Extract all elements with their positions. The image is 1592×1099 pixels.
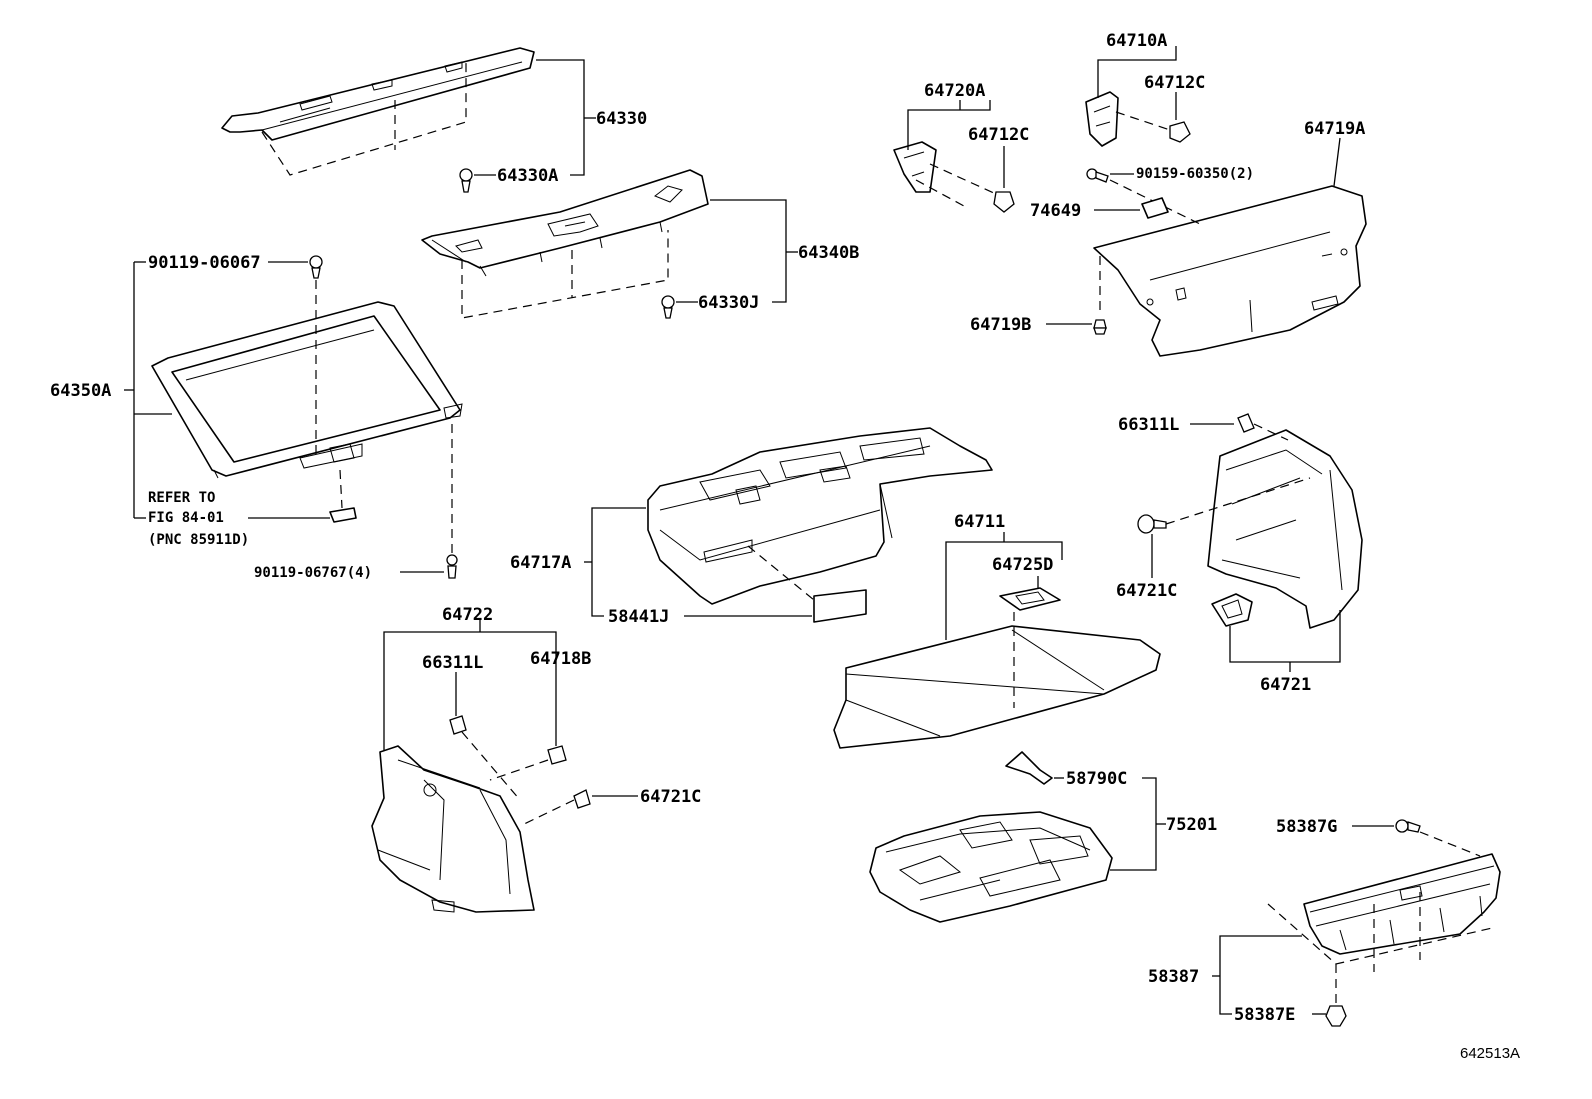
clip-64721C-a[interactable] [1137,514,1167,534]
label-75201: 75201 [1166,815,1217,835]
part-64719A-trunk-lid-trim[interactable] [1093,185,1367,357]
label-64718B: 64718B [530,649,591,669]
part-58387-sill-plate[interactable] [1303,853,1501,955]
part-64722-side-trim[interactable] [371,745,535,913]
label-58387: 58387 [1148,967,1199,987]
fastener-64719B[interactable] [1093,319,1107,335]
label-64722: 64722 [442,605,493,625]
clip-58387G[interactable] [1395,819,1421,833]
part-64340B-tray-panel[interactable] [421,169,709,277]
label-refer-pnc: (PNC 85911D) [148,532,249,548]
clip-66311L-a[interactable] [1237,413,1255,433]
label-90159-60350: 90159-60350(2) [1136,166,1254,182]
part-75201-tool-box[interactable] [869,811,1113,923]
part-64721-side-trim[interactable] [1207,429,1363,629]
label-64717A: 64717A [510,553,571,573]
bracket-74649[interactable] [1141,197,1169,219]
grommet-64725[interactable] [1211,593,1253,627]
label-64721: 64721 [1260,675,1311,695]
label-refer-to: REFER TO [148,490,215,506]
label-64330J: 64330J [698,293,759,313]
part-64711-floor-mat[interactable] [833,625,1161,749]
label-64330: 64330 [596,109,647,129]
fastener-64330A[interactable] [459,168,473,193]
label-64340B: 64340B [798,243,859,263]
part-64720A-trim-cover[interactable] [893,141,937,193]
label-64711: 64711 [954,512,1005,532]
part-64330-tray-trim[interactable] [221,47,535,141]
label-58387G: 58387G [1276,817,1337,837]
part-64717A-front-trim[interactable] [647,427,993,605]
clip-58387E[interactable] [1325,1005,1347,1027]
label-74649: 74649 [1030,201,1081,221]
clip-64721C-b[interactable] [573,789,591,809]
label-90119-06067: 90119-06067 [148,253,261,273]
label-64725D: 64725D [992,555,1053,575]
part-64725D-tray[interactable] [999,587,1061,611]
fastener-90159-60350[interactable] [1086,168,1109,183]
label-64719B: 64719B [970,315,1031,335]
part-58441J-plate[interactable] [813,589,867,623]
label-64330A: 64330A [497,166,558,186]
bracket-58790C[interactable] [1005,751,1053,785]
part-64350A-sunshade-frame[interactable] [151,301,463,479]
clip-66311L-b[interactable] [449,715,467,735]
label-66311L-a: 66311L [1118,415,1179,435]
label-64721C-b: 64721C [640,787,701,807]
label-64712C-a: 64712C [968,125,1029,145]
label-64721C-a: 64721C [1116,581,1177,601]
fastener-64330J[interactable] [661,295,675,319]
label-64710A: 64710A [1106,31,1167,51]
figure-id: 642513A [1460,1045,1520,1062]
label-58387E: 58387E [1234,1005,1295,1025]
label-refer-fig[interactable]: FIG 84-01 [148,510,224,526]
label-66311L-b: 66311L [422,653,483,673]
label-64719A: 64719A [1304,119,1365,139]
part-64710A-trim-cover[interactable] [1085,91,1119,147]
label-90119-06767: 90119-06767(4) [254,565,372,581]
label-64720A: 64720A [924,81,985,101]
clip-64712C-a[interactable] [993,191,1015,213]
fastener-90119-06067[interactable] [309,255,323,279]
clip-64712C-b[interactable] [1169,121,1191,143]
label-58790C: 58790C [1066,769,1127,789]
part-85911D-bracket[interactable] [329,507,357,523]
label-64350A: 64350A [50,381,111,401]
fastener-90119-06767[interactable] [446,554,458,579]
label-58441J: 58441J [608,607,669,627]
label-64712C-b: 64712C [1144,73,1205,93]
clip-64718B[interactable] [547,745,567,765]
